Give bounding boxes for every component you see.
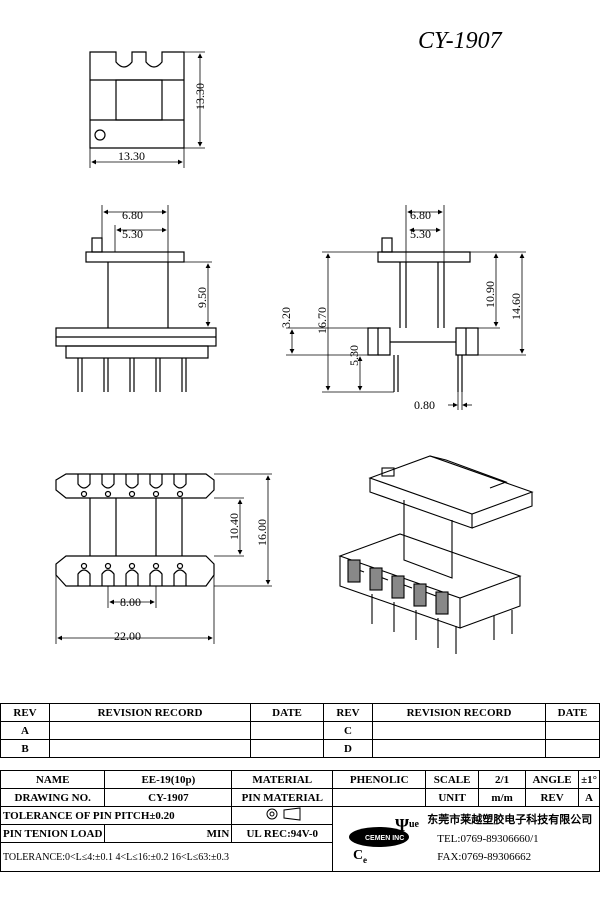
dim-top-height: 13.30 [193, 83, 207, 110]
svg-text:Ψ: Ψ [395, 815, 409, 835]
unit-value: m/m [478, 788, 527, 807]
dim-bottom-inner: 10.40 [227, 513, 241, 540]
projection-icon [266, 807, 301, 821]
date-header: DATE [250, 703, 324, 722]
svg-text:ue: ue [409, 819, 420, 830]
dim-top-width: 13.30 [118, 149, 145, 163]
rev-b: B [0, 739, 50, 758]
scale-label: SCALE [425, 770, 480, 789]
revision-record-header-2: REVISION RECORD [372, 703, 546, 722]
projection-symbol [231, 806, 334, 825]
drawing-title: CY-1907 [418, 28, 503, 54]
dim-side-pin-width: 0.80 [414, 398, 435, 412]
tolerance-note: TOLERANCE:0<L≤4:±0.1 4<L≤16:±0.2 16<L≤63… [0, 842, 334, 872]
ul-rec: UL REC:94V-0 [231, 824, 334, 843]
svg-text:CEMEN INC: CEMEN INC [365, 835, 404, 842]
rev-value: A [578, 788, 600, 807]
dim-side-inner: 5.30 [410, 227, 431, 241]
svg-text:C: C [353, 848, 363, 863]
dim-side-pin: 5.30 [347, 345, 361, 366]
rev-d: D [323, 739, 373, 758]
side-view [367, 237, 479, 392]
unit-label: UNIT [425, 788, 480, 807]
rev-header: REV [0, 703, 50, 722]
dim-pin-pitch: 8.00 [120, 595, 141, 609]
front-view [55, 237, 217, 392]
drawing-no-label: DRAWING NO. [0, 788, 106, 807]
pin-tension-label: PIN TENION LOAD [0, 824, 106, 843]
front-dimensions [101, 205, 216, 329]
dim-side-right: 14.60 [509, 293, 523, 320]
dim-side-total: 16.70 [315, 307, 329, 334]
pin-tension-value: MIN [104, 824, 233, 843]
rev-c: C [323, 721, 373, 740]
svg-text:e: e [363, 855, 367, 865]
scale-value: 2/1 [478, 770, 527, 789]
dim-side-left: 3.20 [279, 307, 293, 328]
top-dimensions [89, 51, 205, 168]
company-logo: CEMEN INC Ψ ue C e [349, 815, 420, 865]
dim-bottom-outer: 16.00 [255, 519, 269, 546]
name-label: NAME [0, 770, 106, 789]
technical-drawing: CY-1907 13.30 13.30 [55, 28, 534, 654]
dim-side-mid: 10.90 [483, 281, 497, 308]
material-value: PHENOLIC [332, 770, 427, 789]
angle-label: ANGLE [525, 770, 580, 789]
side-dimensions [286, 205, 526, 410]
revision-record-header: REVISION RECORD [49, 703, 251, 722]
date-header-2: DATE [545, 703, 600, 722]
material-label: MATERIAL [231, 770, 334, 789]
dim-bottom-width: 22.00 [114, 629, 141, 643]
dim-front-height: 9.50 [195, 287, 209, 308]
dim-front-outer: 6.80 [122, 208, 143, 222]
isometric-view [338, 455, 534, 654]
title-block: REV REVISION RECORD DATE REV REVISION RE… [0, 700, 600, 900]
top-view [89, 51, 185, 149]
rev-header-2: REV [323, 703, 373, 722]
company-name: 东莞市莱越塑胶电子科技有限公司 [427, 814, 593, 826]
rev-a: A [0, 721, 50, 740]
rev-label: REV [525, 788, 580, 807]
info-table: NAME EE-19(10p) MATERIAL PHENOLIC SCALE … [0, 770, 600, 872]
revision-table: REV REVISION RECORD DATE REV REVISION RE… [0, 703, 600, 758]
company-tel: TEL:0769-89306660/1 [437, 833, 539, 845]
drawing-no-value: CY-1907 [104, 788, 233, 807]
company-fax: FAX:0769-89306662 [437, 851, 532, 863]
name-value: EE-19(10p) [104, 770, 233, 789]
pin-material-label: PIN MATERIAL [231, 788, 334, 807]
bottom-view [55, 473, 215, 587]
pitch-tolerance: TOLERANCE OF PIN PITCH±0.20 [0, 806, 233, 825]
bottom-dimensions [55, 473, 272, 644]
angle-value: ±1° [578, 770, 600, 789]
dim-side-outer: 6.80 [410, 208, 431, 222]
dim-front-inner: 5.30 [122, 227, 143, 241]
